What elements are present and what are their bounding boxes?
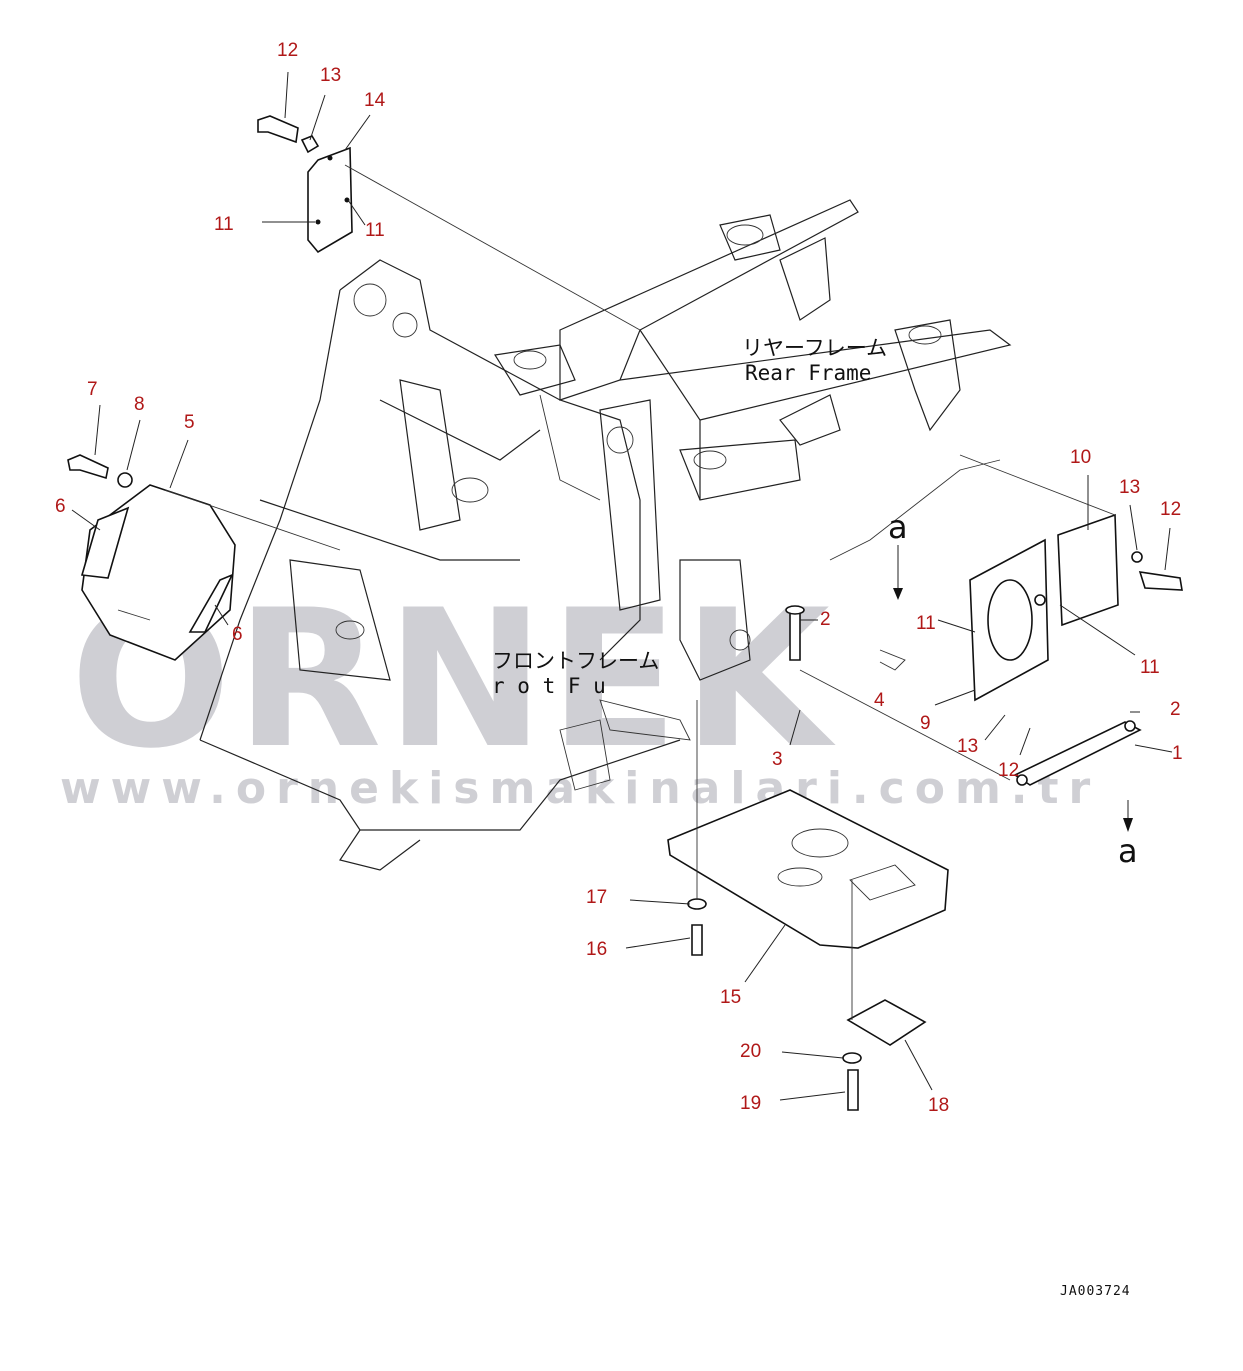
callout-9: 9 bbox=[920, 713, 931, 734]
callout-11: 11 bbox=[365, 220, 385, 241]
callout-16: 16 bbox=[586, 939, 607, 960]
callout-10: 10 bbox=[1070, 447, 1091, 468]
callout-17: 17 bbox=[586, 887, 607, 908]
callout-11: 11 bbox=[214, 214, 234, 235]
document-code: JA003724 bbox=[1060, 1284, 1131, 1299]
callout-19: 19 bbox=[740, 1093, 761, 1114]
cover-plates-9-10 bbox=[829, 454, 1183, 702]
callout-1: 1 bbox=[1172, 743, 1183, 764]
section-letter-lower: a bbox=[1118, 832, 1138, 870]
callout-13: 13 bbox=[320, 65, 341, 86]
callout-12: 12 bbox=[1160, 499, 1181, 520]
rear-frame-label-jp: リヤーフレーム bbox=[742, 336, 887, 360]
rear-frame-label-en: Rear Frame bbox=[745, 361, 871, 385]
callout-numbers: 12 13 14 11 11 7 8 5 6 6 10 13 12 2 11 1… bbox=[55, 40, 1183, 1116]
callout-3: 3 bbox=[772, 749, 783, 770]
callout-11: 11 bbox=[1140, 657, 1160, 678]
callout-8: 8 bbox=[134, 394, 145, 415]
callout-14: 14 bbox=[364, 90, 386, 111]
callout-20: 20 bbox=[740, 1041, 761, 1062]
callout-6: 6 bbox=[232, 624, 243, 645]
watermark-url: www.ornekismakinalari.com.tr bbox=[60, 763, 1100, 814]
section-arrows: a a bbox=[888, 508, 1138, 870]
frame-labels: リヤーフレーム Rear Frame フロントフレーム r o t F u bbox=[492, 336, 887, 698]
callout-13: 13 bbox=[1119, 477, 1140, 498]
cover-plate-5 bbox=[67, 454, 341, 661]
callout-18: 18 bbox=[928, 1095, 949, 1116]
callout-15: 15 bbox=[720, 987, 741, 1008]
callout-6: 6 bbox=[55, 496, 66, 517]
callout-11: 11 bbox=[916, 613, 936, 634]
callout-4: 4 bbox=[874, 690, 885, 711]
callout-12: 12 bbox=[277, 40, 298, 61]
front-frame-label-en: r o t F u bbox=[492, 674, 606, 698]
callout-12: 12 bbox=[998, 760, 1019, 781]
callout-2: 2 bbox=[1170, 699, 1181, 720]
callout-2: 2 bbox=[820, 609, 831, 630]
callout-5: 5 bbox=[184, 412, 195, 433]
under-cover-15 bbox=[667, 700, 949, 1111]
lock-bar-assembly bbox=[785, 605, 1142, 786]
callout-7: 7 bbox=[87, 379, 98, 400]
section-letter-upper: a bbox=[888, 508, 908, 546]
leader-lines bbox=[71, 71, 1173, 1101]
front-frame-drawing bbox=[199, 259, 751, 871]
front-frame-label-jp: フロントフレーム bbox=[492, 649, 659, 673]
cover-plate-14 bbox=[257, 115, 641, 331]
watermark: ÖRNEK www.ornekismakinalari.com.tr bbox=[60, 568, 1100, 814]
callout-13: 13 bbox=[957, 736, 978, 757]
